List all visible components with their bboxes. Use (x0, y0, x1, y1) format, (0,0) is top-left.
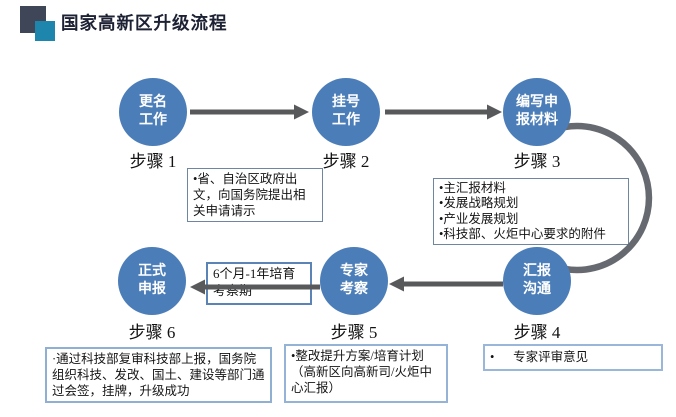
note-provincial-request: •省、自治区政府出文，向国务院提出相关申请请示 (187, 168, 323, 222)
step-label-2: 步骤 2 (322, 152, 370, 171)
step-circle-registration-work: 挂号 工作 (312, 78, 380, 146)
step-circle-rename-work: 更名 工作 (119, 78, 187, 146)
step-label-4: 步骤 4 (513, 323, 561, 342)
step-label-6: 步骤 6 (128, 323, 176, 342)
step-label-5: 步骤 5 (330, 323, 378, 342)
note-expert-review: • 专家评审意见 (483, 344, 663, 371)
logo-teal-square (35, 21, 55, 41)
step-label-3: 步骤 3 (513, 152, 561, 171)
step-label-1: 步骤 1 (129, 152, 177, 171)
curved-connector-step3-to-step4 (564, 122, 653, 274)
step-circle-report-communication: 汇报 沟通 (503, 247, 571, 315)
step-circle-formal-application: 正式 申报 (118, 247, 186, 315)
note-application-materials: •主汇报材料 •发展战略规划 •产业发展规划 •科技部、火炬中心要求的附件 (433, 178, 629, 245)
note-formal-application: ·通过科技部复审科技部上报，国务院组织科技、发改、国土、建设等部门通过会签，挂牌… (45, 347, 272, 403)
step-circle-expert-inspection: 专家 考察 (320, 247, 388, 315)
page-title: 国家高新区升级流程 (61, 13, 228, 33)
note-cultivation-period: 6个月-1年培育 考察期 (206, 262, 312, 305)
note-improvement-plan: •整改提升方案/培育计划 （高新区向高新司/火炬中心汇报） (284, 344, 448, 403)
step-circle-prepare-materials: 编写申 报材料 (503, 78, 571, 146)
